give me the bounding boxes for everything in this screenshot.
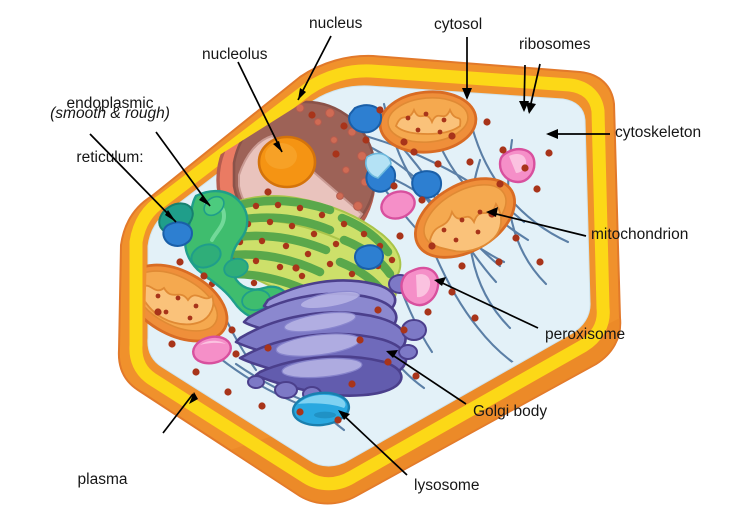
leader-lines bbox=[89, 35, 610, 476]
label-endoplasmic-reticulum: endoplasmic reticulum: bbox=[40, 59, 180, 203]
peroxisome-lower bbox=[400, 266, 440, 307]
peroxisome-upper bbox=[498, 148, 536, 184]
label-lysosome: lysosome bbox=[414, 477, 480, 494]
er-label-line2: reticulum: bbox=[76, 149, 144, 166]
pm-label-line1: plasma bbox=[77, 471, 128, 488]
mitochondrion-left bbox=[144, 263, 229, 343]
label-cytosol: cytosol bbox=[434, 16, 483, 33]
label-golgi-body: Golgi body bbox=[473, 403, 548, 420]
peroxisome-left bbox=[192, 335, 232, 365]
peroxisome-mid bbox=[380, 190, 416, 220]
lysosome bbox=[291, 391, 351, 427]
label-mitochondrion: mitochondrion bbox=[591, 226, 689, 243]
label-nucleolus: nucleolus bbox=[202, 46, 268, 63]
label-er-smooth-rough: (smooth & rough) bbox=[50, 105, 170, 122]
label-ribosomes: ribosomes bbox=[519, 36, 591, 53]
label-peroxisome: peroxisome bbox=[545, 326, 626, 343]
ribosomes-free bbox=[154, 106, 553, 424]
label-nucleus: nucleus bbox=[309, 15, 363, 32]
label-cytoskeleton: cytoskeleton bbox=[615, 124, 702, 141]
golgi-body bbox=[234, 274, 427, 402]
vesicles bbox=[162, 104, 443, 270]
membrane-yellow-line bbox=[129, 64, 610, 491]
nucleolus-organelle bbox=[257, 135, 317, 189]
mitochondrion-right bbox=[414, 177, 516, 259]
er-label-line1: endoplasmic bbox=[66, 95, 154, 112]
label-plasma-membrane: plasma membrane bbox=[40, 435, 165, 512]
